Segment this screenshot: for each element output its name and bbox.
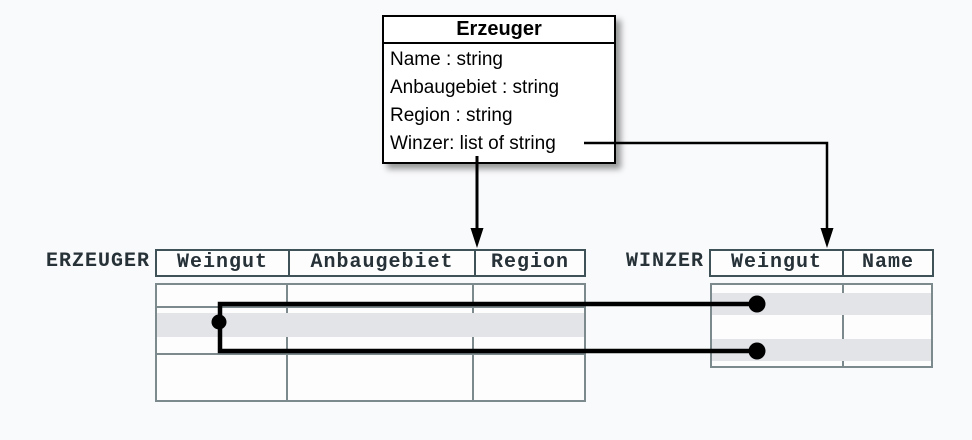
winzer-table-label: WINZER [625,250,704,273]
erzeuger-highlighted-row [157,313,584,337]
winzer-body-column-separator [842,285,844,366]
class-attribute-winzer: Winzer: list of string [390,133,556,154]
class-attribute-list: Name : string Anbaugebiet : string Regio… [384,44,614,162]
class-box-erzeuger: Erzeuger Name : string Anbaugebiet : str… [382,15,616,164]
class-title: Erzeuger [384,17,614,44]
arrow-down-icon [470,228,484,248]
winzer-col-weingut: Weingut [730,251,822,274]
winzer-table-body [710,283,933,368]
winzer-highlighted-row [712,339,931,361]
erzeuger-col-region: Region [474,251,584,275]
winzer-col-name: Name [842,251,932,275]
erzeuger-header-row: Weingut Anbaugebiet Region [155,249,586,277]
erzeuger-body-column-separator [286,285,288,400]
erzeuger-table-label: ERZEUGER [45,250,150,273]
class-attribute-region: Region : string [390,105,513,126]
erzeuger-body-row-separator [157,306,584,308]
erzeuger-col-anbaugebiet: Anbaugebiet [288,251,474,275]
erzeuger-body-row-separator [157,353,584,355]
class-attribute-name: Name : string [390,49,503,70]
erzeuger-col-weingut: Weingut [176,251,268,274]
winzer-attribute-to-winzer-arrow-line [584,141,829,231]
class-attribute-anbaugebiet: Anbaugebiet : string [390,77,560,98]
erzeuger-table-body [155,283,586,402]
erzeuger-body-column-separator [472,285,474,400]
arrow-down-icon [820,228,834,248]
winzer-header-row: Weingut Name [709,249,934,277]
winzer-highlighted-row [712,293,931,315]
